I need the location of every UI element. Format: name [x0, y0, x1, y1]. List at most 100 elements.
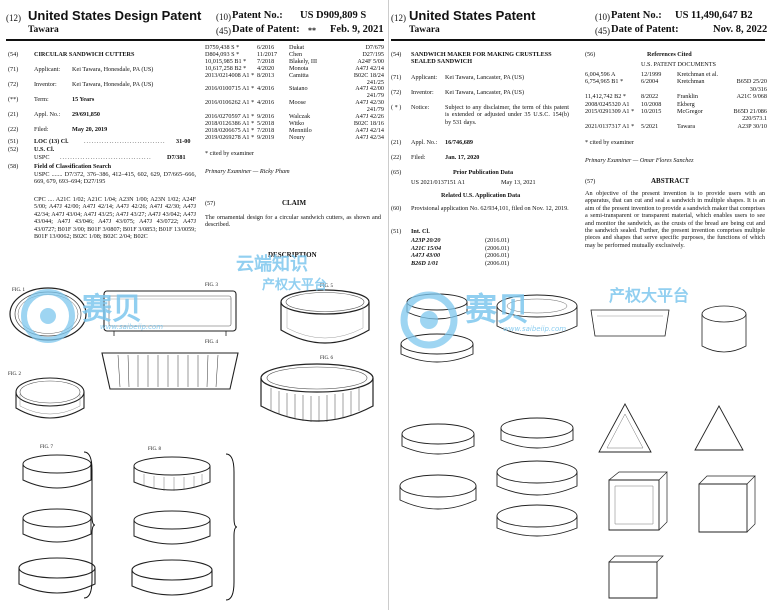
field-num: (51) [8, 138, 19, 145]
claim-num: (57) [205, 200, 216, 207]
field-num: (54) [8, 51, 19, 58]
abstract-num: (57) [585, 178, 596, 185]
design-patent-page: (12) United States Design Patent Tawara … [6, 0, 389, 610]
cpc-classes: CPC .... A21C 1/02; A21C 1/04; A23N 1/00… [34, 196, 196, 241]
reference-cell: Witko [289, 119, 305, 127]
reference-cell: Walczak [289, 113, 311, 120]
filed-value: May 20, 2019 [72, 126, 108, 133]
reference-cell: 2019/0269278 A1 * [205, 133, 255, 141]
patent-date: Feb. 9, 2021 [330, 24, 384, 35]
reference-cell: 10/2015 [641, 108, 662, 115]
appl-no-value: 16/746,689 [445, 139, 474, 146]
filed-value: Jan. 17, 2020 [445, 154, 480, 161]
watermark-slogan2: 产权大平台 [262, 278, 328, 293]
applicant-label: Applicant: [411, 74, 438, 81]
patent-no-label: Patent No.: [232, 10, 283, 21]
applicant-value: Kei Tawara, Lancaster, PA (US) [445, 74, 525, 81]
abstract-text: An objective of the present invention is… [585, 190, 765, 249]
reference-cell: 2015/0291309 A1 * [585, 108, 635, 115]
header-inventor: Tawara [409, 25, 440, 35]
fig-label: FIG. 1 [12, 288, 26, 293]
fig7-ring-set [18, 454, 96, 594]
reference-cell: 2021/0137317 A1 * [585, 122, 635, 130]
reference-cell: B02C 18/24 [353, 71, 384, 79]
inventor-value: Kei Tawara, Lancaster, PA (US) [445, 89, 525, 96]
drawing-square-base [608, 555, 664, 599]
intcl-code: A47J 43/00 [411, 252, 441, 260]
claim-title: CLAIM [282, 199, 307, 207]
intcl-code: B26D 1/01 [411, 259, 439, 267]
reference-cell: 241/79 [366, 92, 384, 100]
header-code-12: (12) [391, 13, 406, 23]
reference-cell: 4/2016 [257, 85, 275, 93]
reference-cell: Ekberg [677, 100, 695, 108]
watermark-logo-icon [400, 291, 458, 349]
drawing-cutter-stack [496, 417, 578, 537]
reference-cell: 4/2020 [257, 64, 275, 72]
fig3-container-side [103, 290, 237, 336]
reference-cell: Noury [289, 133, 305, 141]
utility-patent-page: (12) United States Patent Tawara (10) Pa… [389, 0, 769, 610]
reference-cell: 8/2013 [257, 71, 275, 79]
field-num: (60) [391, 205, 402, 212]
reference-cell: Tawara [677, 122, 696, 130]
reference-cell: Moose [289, 99, 306, 107]
reference-cell: 5/2021 [641, 122, 659, 130]
field-num: (58) [8, 163, 19, 170]
reference-cell: B02C 18/16 [353, 119, 384, 127]
loc-label: LOC (13) Cl. [34, 138, 69, 145]
fig-label: FIG. 7 [40, 445, 54, 450]
reference-cell: 2018/0126386 A1 * [205, 119, 255, 127]
patent-no-label: Patent No.: [611, 10, 662, 21]
drawing-ring-assembly [496, 294, 578, 337]
reference-cell: Kretchman [677, 78, 705, 86]
watermark-url: www.saibeiip.com [100, 323, 164, 331]
prior-pub-date: May 13, 2021 [501, 179, 536, 186]
watermark-brand: 赛贝 [465, 290, 530, 328]
reference-cell: A47J 42/14 [355, 64, 384, 72]
provisional-text: Provisional application No. 62/934,101, … [411, 205, 569, 212]
description-title: DESCRIPTION [268, 251, 317, 259]
intcl-version: (2006.01) [485, 259, 510, 267]
drawing-ring-side [701, 305, 747, 353]
reference-cell: 7/2018 [257, 126, 275, 134]
term-label: Term: [34, 96, 49, 103]
appl-no-label: Appl. No.: [34, 111, 61, 118]
reference-cell: Staiano [289, 85, 308, 93]
intcl-code: A21C 15/04 [411, 244, 442, 252]
reference-cell: 12/1999 [641, 71, 662, 78]
field-num: ( * ) [391, 104, 402, 111]
intcl-version: (2006.01) [485, 252, 510, 260]
reference-cell: D804,093 S * [205, 50, 240, 58]
reference-cell: 8/2022 [641, 93, 659, 101]
uspc-search-classes: USPC ....... D7/372, 376–386, 412–415, 6… [34, 171, 196, 186]
reference-cell: A21C 9/068 [736, 93, 767, 101]
bracket [83, 451, 96, 599]
references-subtitle: U.S. PATENT DOCUMENTS [641, 61, 716, 68]
reference-cell: McGregor [677, 108, 703, 115]
us-cl-label: U.S. Cl. [34, 146, 55, 153]
drawing-triangle-cutter [598, 403, 652, 453]
reference-cell: 9/2016 [257, 113, 275, 120]
reference-cell: 2018/0206675 A1 * [205, 126, 255, 134]
intcl-code: A23P 20/20 [411, 237, 441, 244]
cited-by-examiner: * cited by examiner [205, 150, 254, 157]
header-rule [391, 39, 765, 41]
term-value: 15 Years [72, 96, 95, 103]
uspc-value: D7/381 [167, 154, 186, 161]
reference-cell: A47J 42/00 [355, 85, 384, 93]
field-num: (52) [8, 146, 19, 153]
inventor-label: Inventor: [411, 89, 434, 96]
reference-cell: 10,617,258 B2 * [205, 64, 247, 72]
appl-no-value: 29/691,850 [72, 111, 101, 118]
field-num: (71) [8, 66, 19, 73]
field-num: (72) [391, 89, 402, 96]
patent-kind-title: United States Patent [409, 8, 536, 23]
watermark-brand: 赛贝 [82, 292, 142, 327]
reference-cell: D7/679 [365, 44, 384, 51]
prior-pub-number: US 2021/0137151 A1 [411, 179, 465, 186]
fig-label: FIG. 6 [320, 356, 334, 361]
header-code-10: (10) [595, 12, 610, 22]
field-search-label: Field of Classification Search [34, 163, 112, 170]
cited-by-examiner: * cited by examiner [585, 139, 634, 146]
